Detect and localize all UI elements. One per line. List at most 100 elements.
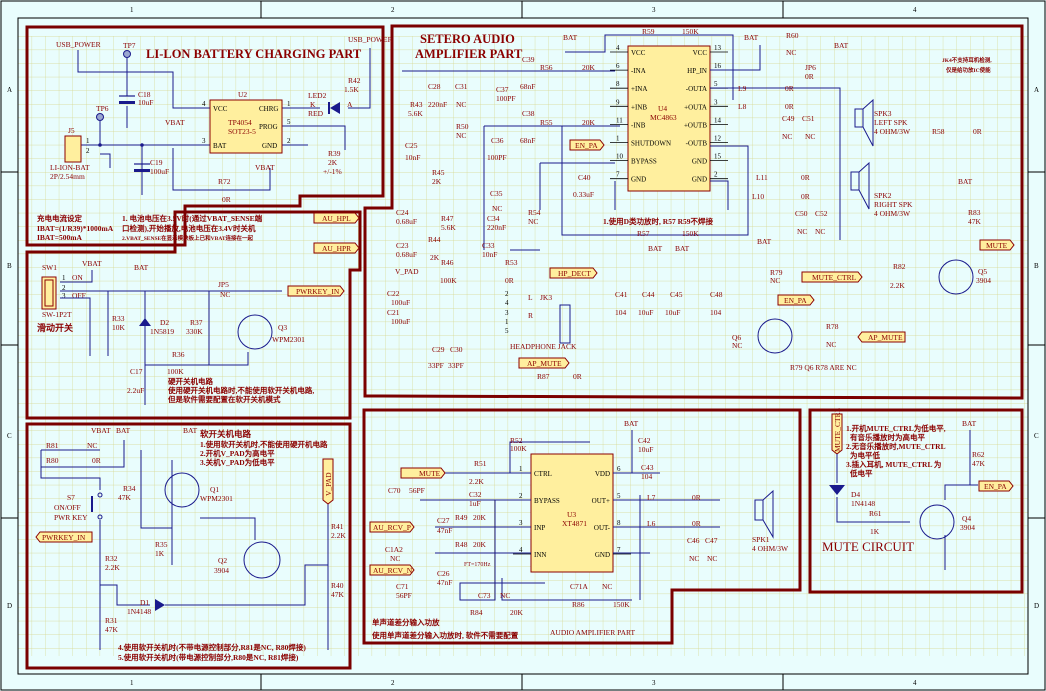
- net-port-mute[interactable]: MUTE: [979, 239, 1015, 251]
- softswitch-section: VBAT BAT BAT R81 NC R80 0R S7 ON/OFF PWR…: [35, 426, 346, 662]
- net-port-mute-ctrl[interactable]: MUTE_CTRL: [801, 271, 863, 283]
- r32-val: 2.2K: [105, 563, 120, 572]
- c28-ref: C28: [428, 82, 441, 91]
- c34-val: 220nF: [487, 223, 506, 232]
- r57-ref: R57: [637, 229, 650, 238]
- col-label: 2: [391, 6, 395, 14]
- diode-icon: [155, 599, 165, 611]
- c23-ref: C23: [396, 241, 409, 250]
- net-port-en-pa[interactable]: EN_PA: [777, 294, 815, 306]
- net-port-au-hpl[interactable]: AU_HPL: [313, 212, 360, 224]
- net-port-au-hpr[interactable]: AU_HPR: [313, 242, 360, 254]
- u4-pin-number: 4: [616, 44, 620, 52]
- svg-text:TP4054: TP4054: [228, 118, 252, 127]
- c26-ref: C26: [437, 569, 450, 578]
- test-point-icon: [96, 113, 104, 121]
- net-port-v-pad[interactable]: V_PAD: [322, 458, 334, 505]
- svg-text:PROG: PROG: [259, 123, 278, 131]
- net-port-pwrkey-in[interactable]: PWRKEY_IN: [35, 531, 93, 543]
- l6-val: 0R: [692, 519, 701, 528]
- c41-val: 104: [615, 308, 627, 317]
- u4-pin-name: +INA: [631, 85, 647, 93]
- svg-text:VCC: VCC: [213, 105, 228, 113]
- r48-val: 20K: [473, 540, 487, 549]
- l7-ref: L7: [647, 493, 656, 502]
- mute-section-border: [808, 408, 1024, 594]
- u3-pin-number: 8: [617, 519, 621, 527]
- net-bat: BAT: [744, 33, 759, 42]
- c33-val: 10nF: [482, 250, 497, 259]
- c47-val: NC: [707, 554, 717, 563]
- c50-ref: C50: [795, 209, 808, 218]
- net-port-au-rcv-n[interactable]: AU_RCV_N: [369, 564, 415, 576]
- u3-pin-name: OUT+: [592, 497, 610, 505]
- r50-ref: R50: [456, 122, 469, 131]
- c43-ref: C43: [641, 463, 654, 472]
- net-port-mute-ctrl[interactable]: MUTE_CTRL: [831, 407, 843, 455]
- net-bat: BAT: [834, 41, 849, 50]
- svg-text:RED: RED: [308, 109, 324, 118]
- q3-ref: Q3: [278, 323, 287, 332]
- svg-text:100uF: 100uF: [150, 167, 169, 176]
- r31-val: 47K: [105, 625, 119, 634]
- u3-pin-number: 5: [617, 492, 621, 500]
- c27-ref: C27: [437, 516, 450, 525]
- svg-text:U3: U3: [567, 510, 576, 519]
- u3-pin-name: VDD: [595, 470, 610, 478]
- c36-val: 100PF: [487, 153, 507, 162]
- c45-val: 10uF: [665, 308, 680, 317]
- r86-val: 150K: [613, 600, 630, 609]
- net-port-mute[interactable]: MUTE: [400, 467, 446, 479]
- svg-text:2: 2: [505, 290, 509, 298]
- r36-ref: R36: [172, 350, 185, 359]
- u4-pin-number: 14: [714, 116, 722, 124]
- net-port-pwrkey-in[interactable]: PWRKEY_IN: [287, 285, 345, 297]
- svg-text:AU_RCV_N: AU_RCV_N: [373, 566, 413, 575]
- svg-text:MUTE_CTRL: MUTE_CTRL: [812, 273, 857, 282]
- u3-pin-number: 6: [617, 465, 621, 473]
- c49-ref: C49: [782, 114, 795, 123]
- net-port-ap-mute[interactable]: AP_MUTE: [857, 331, 906, 343]
- r48-ref: R48: [455, 540, 468, 549]
- diode-icon: [139, 318, 151, 326]
- u4-pin-number: 13: [714, 44, 722, 52]
- u4-pin-number: 9: [616, 98, 620, 106]
- svg-text:AU_HPR: AU_HPR: [322, 244, 351, 253]
- r37-ref: R37: [190, 318, 203, 327]
- net-port-ap-mute[interactable]: AP_MUTE: [518, 357, 570, 369]
- net-port-au-rcv-p[interactable]: AU_RCV_P: [369, 521, 415, 533]
- d-class-note: 1.使用D类功放时, R57 R59不焊接: [603, 216, 713, 226]
- svg-text:3: 3: [202, 137, 206, 145]
- c51-ref: C51: [802, 114, 815, 123]
- r52-val: 100K: [510, 444, 527, 453]
- r83-ref: R83: [968, 208, 981, 217]
- row-label: C: [1034, 432, 1039, 440]
- l7-val: 0R: [692, 493, 701, 502]
- svg-text:2: 2: [62, 284, 66, 292]
- d2-ref: D2: [160, 318, 169, 327]
- c21-val: 100uF: [391, 317, 410, 326]
- spk3-ref: SPK3: [874, 109, 892, 118]
- charging-note: 2.VBAT_SENSE在显示模块板上已和VBAT连接在一起: [122, 234, 254, 242]
- svg-text:A: A: [347, 100, 353, 109]
- r32-ref: R32: [105, 554, 118, 563]
- c48-ref: C48: [710, 290, 723, 299]
- q2-val: 3904: [214, 566, 229, 575]
- u4-pin-name: BYPASS: [631, 158, 657, 166]
- net-port-en-pa[interactable]: EN_PA: [569, 139, 605, 151]
- r78-val: NC: [826, 340, 836, 349]
- u4-pin-name: -OUTA: [686, 85, 707, 93]
- r34-ref: R34: [123, 484, 136, 493]
- net-port-en-pa[interactable]: EN_PA: [978, 480, 1014, 492]
- pushbutton-icon[interactable]: [91, 492, 103, 520]
- r39-val: 2K: [328, 158, 338, 167]
- col-label: 4: [913, 6, 917, 14]
- q2-ref: Q2: [218, 556, 227, 565]
- charging-note: IBAT=(1/R39)*1000mA: [37, 224, 114, 233]
- svg-text:EN_PA: EN_PA: [575, 141, 598, 150]
- l10-val: 0R: [801, 192, 810, 201]
- c17-ref: C17: [130, 367, 143, 376]
- r43-val: 5.6K: [408, 109, 423, 118]
- net-port-hp-dect[interactable]: HP_DECT: [549, 267, 598, 279]
